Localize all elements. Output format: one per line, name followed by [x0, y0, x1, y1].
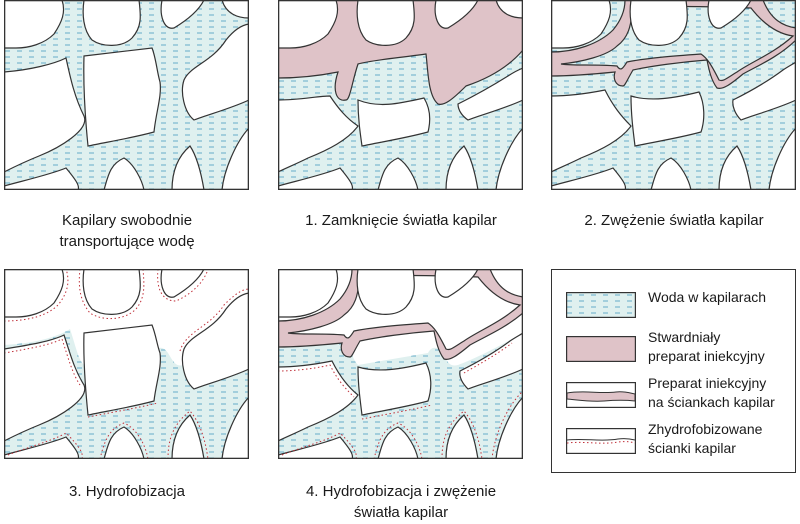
hydrophobic-swatch	[566, 428, 636, 454]
coating-swatch	[566, 382, 636, 408]
caption-line: 3. Hydrofobizacja	[69, 483, 185, 500]
hardened-preparation	[278, 0, 523, 105]
legend: Woda w kapilarach Stwardniały preparat i…	[551, 269, 796, 473]
legend-item-coating: Preparat iniekcyjny na ściankach kapilar	[566, 374, 796, 420]
diagram-hydrophobized	[4, 269, 249, 459]
hardened-swatch	[566, 336, 636, 362]
caption-free-capillaries: Kapilary swobodnie transportujące wodę	[2, 210, 252, 252]
legend-item-hardened: Stwardniały preparat iniekcyjny	[566, 328, 796, 374]
diagram-free-capillaries	[4, 0, 249, 190]
caption-hydrophobized: 3. Hydrofobizacja	[2, 481, 252, 502]
legend-label: na ściankach kapilar	[648, 394, 775, 410]
capillary-network-closed	[278, 0, 523, 190]
caption-line: transportujące wodę	[59, 233, 195, 250]
caption-line: 1. Zamknięcie światła kapilar	[305, 212, 497, 229]
legend-label: ścianki kapilar	[648, 440, 736, 456]
legend-item-water: Woda w kapilarach	[566, 284, 796, 330]
caption-line: 2. Zwężenie światła kapilar	[584, 212, 764, 229]
caption-hydrophobized-narrowed: 4. Hydrofobizacja i zwężenie światła kap…	[276, 481, 526, 523]
caption-line: Kapilary swobodnie	[61, 212, 193, 229]
caption-narrowed-capillaries: 2. Zwężenie światła kapilar	[549, 210, 799, 231]
diagram-narrowed-capillaries	[551, 0, 796, 190]
caption-line: 4. Hydrofobizacja i zwężenie	[305, 483, 497, 500]
legend-item-hydrophobic: Zhydrofobizowane ścianki kapilar	[566, 420, 796, 466]
legend-label: Preparat iniekcyjny	[648, 375, 767, 391]
hydrophobic-walls	[278, 342, 523, 459]
legend-label: Zhydrofobizowane	[648, 421, 763, 437]
legend-label: Stwardniały	[648, 329, 721, 345]
diagram-closed-capillaries	[278, 0, 523, 190]
water-swatch	[566, 292, 636, 318]
caption-line: światła kapilar	[353, 504, 449, 521]
legend-label: preparat iniekcyjny	[648, 348, 765, 364]
capillary-network-hydrophobized	[4, 269, 249, 459]
diagram-hydrophobized-narrowed	[278, 269, 523, 459]
legend-label: Woda w kapilarach	[648, 289, 767, 305]
caption-closed-capillaries: 1. Zamknięcie światła kapilar	[276, 210, 526, 231]
capillary-network-hydrophobized-narrowed	[278, 269, 523, 459]
capillary-network-narrowed	[551, 0, 796, 190]
capillary-network-free	[4, 0, 249, 190]
hydrophobic-walls	[4, 269, 249, 459]
